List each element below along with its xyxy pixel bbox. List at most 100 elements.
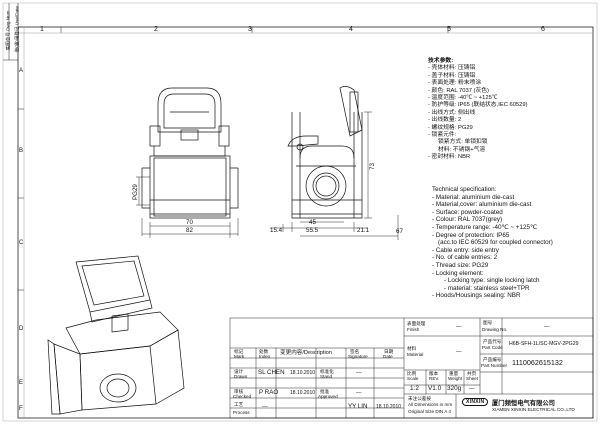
spec-en-line: - Material,cover: aluminium die-cast: [432, 201, 532, 209]
tb-approved-label-en: Approved: [318, 394, 338, 399]
spec-cn-line: - 颜色: RAL 7037 (灰色): [428, 87, 489, 94]
tb-drawn-date: 18.10.2010: [290, 370, 316, 376]
tb-material-val: —: [456, 349, 462, 355]
spec-cn-line: - 密封材料: NBR: [428, 154, 471, 161]
tb-std-val: —: [356, 370, 362, 376]
dim-pg29-front: PG29: [132, 184, 139, 200]
row-label-d: D: [19, 326, 24, 332]
tb-part-no-label-en: Part Number: [481, 363, 508, 368]
row-label-f: F: [19, 406, 23, 412]
company-name-en: XIAMEN XINXIN ELECTRICAL CO.,LTD: [492, 407, 575, 412]
tb-checked-date: 18.10.2010: [290, 390, 316, 396]
spec-cn-line: - 出线数量: 2: [428, 117, 462, 124]
tb-yy-name: YY LIN: [348, 403, 368, 410]
tb-weight-label: 重量: [449, 371, 459, 376]
col-label-6: 6: [541, 26, 545, 33]
tb-material-label-en: Material: [407, 352, 424, 357]
spec-en-line: - Cable entry: side entry: [432, 246, 499, 254]
tb-checked-label: 审核: [234, 389, 244, 394]
side-label-use: 借(通)用登记 Use/Date: [14, 6, 20, 53]
front-view: [141, 87, 239, 219]
title-block-lines: [229, 317, 594, 419]
tb-sheet-val: —: [469, 386, 475, 392]
company-logo: XINXIN: [462, 398, 489, 406]
dim-15-4: 15.4: [270, 227, 283, 234]
spec-cn-line: 锁紧方式: 单锁扣锁: [438, 139, 488, 146]
tb-process-val: —: [262, 404, 268, 410]
tb-drawn-label: 设计: [234, 369, 244, 374]
tb-drawing-no-label-en: Drawing No.: [482, 327, 508, 332]
tb-desc-header: 变更内容/Description: [280, 350, 332, 356]
front-dims: [136, 176, 239, 238]
tb-rev-label: 版本: [429, 371, 439, 376]
spec-cn-line: - 壳体材料: 压铸铝: [428, 65, 476, 72]
tb-surface-label: 表面处理: [407, 321, 426, 326]
tb-qty-header-en: Index: [259, 354, 271, 359]
spec-en-line: - Thread size: PG29: [432, 261, 489, 269]
tb-surface-val: —: [456, 324, 462, 330]
spec-en-line: - Degree of protection: IP65: [432, 231, 510, 239]
spec-en-line: - material: stainless steel+TPR: [444, 284, 530, 292]
tb-part-code-label-en: Part Code: [482, 345, 503, 350]
col-label-5: 5: [447, 26, 451, 33]
tb-sheet-label: 共页: [467, 371, 477, 376]
spec-en-line: - Surface: powder-coated: [432, 208, 503, 216]
tb-mark-header-en: Mark: [234, 354, 245, 359]
tb-approved-val: —: [356, 390, 362, 396]
tb-tolerance-line2: Original Size DIN A 4: [408, 409, 451, 414]
col-label-2: 2: [154, 26, 158, 33]
tb-rev-label-en: REV.: [429, 376, 440, 381]
row-label-b: B: [19, 148, 24, 154]
spec-cn-line: - 表面处理: 粉末喷涂: [428, 80, 482, 87]
tb-tolerance-cn: 未注公差按: [408, 396, 431, 401]
col-label-3: 3: [248, 26, 252, 33]
tb-qty-header: 处数: [259, 349, 269, 354]
tb-surface-label-en: Finish: [407, 327, 420, 332]
tb-material-label: 材料: [407, 346, 417, 351]
tb-drawing-no-label: 图号: [483, 320, 493, 325]
spec-en-block: Technical specification: - Material: alu…: [432, 186, 553, 300]
row-label-a: A: [19, 68, 24, 74]
dim-70: 70: [186, 219, 193, 226]
tb-drawing-no-val: —: [544, 324, 550, 330]
tb-date-header-en: Date: [383, 354, 393, 359]
spec-en-line: - Hoods/Housings sealing: NBR: [432, 292, 521, 300]
tb-drawn-label-en: Drawn: [234, 374, 248, 379]
dim-82: 82: [186, 227, 193, 234]
spec-en-line: - No. of cable entries: 2: [432, 254, 498, 262]
tb-std-label-en: Stand: [320, 374, 333, 379]
spec-en-line: - Locking type: single locking latch: [444, 277, 540, 285]
tb-part-no-label: 产品编号: [483, 357, 502, 362]
tb-sig-header-en: Signature: [348, 354, 368, 359]
tb-std-label: 标准化: [320, 369, 334, 374]
dim-73: 73: [369, 163, 376, 170]
spec-cn-title: 技术参数:: [428, 58, 454, 64]
side-label-dwg: 底图总号 Dwg Num: [5, 10, 11, 51]
tb-part-code-val: H6B-SFH-1L/SC-MGV-2PG29: [509, 341, 579, 347]
isometric-view: [47, 255, 185, 415]
spec-cn-line: - 温度范围: -40℃ ~ +125℃: [428, 95, 498, 102]
dim-45: 45: [309, 219, 316, 226]
spec-en-title: Technical specification:: [432, 186, 497, 193]
dim-67: 67: [396, 228, 403, 235]
company-name-cn: 厦门频恒电气有限公司: [492, 400, 555, 407]
spec-en-line: (acc.to IEC 60529 for coupled connector): [438, 239, 553, 247]
col-label-4: 4: [349, 26, 353, 33]
spec-en-line: - Material: aluminium die-cast: [432, 193, 515, 201]
dim-21-1: 21.1: [357, 227, 370, 234]
spec-en-line: - Colour: RAL 7037(grey): [432, 216, 503, 224]
spec-cn-block: 技术参数: - 壳体材料: 压铸铝 - 盖子材料: 压铸铝 - 表面处理: 粉末…: [428, 58, 528, 162]
dim-55-5: 55.5: [306, 227, 319, 234]
spec-en-line: - Temperature range: -40℃ ~ +125℃: [432, 223, 538, 231]
spec-cn-line: 材料: 不锈钢+气溶: [438, 146, 486, 153]
tb-tolerance-line1: All Dimensions in mm: [408, 402, 453, 407]
side-view: [287, 86, 363, 219]
spec-cn-line: - 防护等级: IP65 (联结状态,IEC 60529): [428, 102, 528, 109]
tb-rev-val: V1.0: [428, 385, 442, 392]
col-label-1: 1: [40, 26, 44, 33]
tb-scale-val: 1:2: [410, 385, 419, 392]
row-label-c: C: [19, 240, 24, 246]
tb-drawn-name: SL CHEN: [258, 369, 285, 376]
tb-checked-label-en: Checked: [233, 394, 252, 399]
